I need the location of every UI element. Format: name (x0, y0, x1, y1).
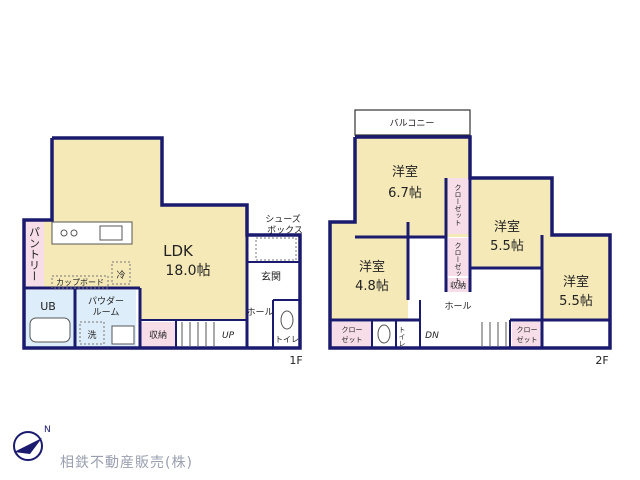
closet-b (448, 238, 468, 276)
storage-2f-label: 収納 (450, 280, 466, 290)
wash-basin (111, 325, 135, 345)
hall-label-2f: ホール (444, 301, 471, 312)
cupboard-label: カップボード (56, 278, 104, 287)
walls-1f (22, 136, 302, 350)
compass-icon: N (13, 425, 51, 461)
fridge (111, 261, 131, 285)
stairs-2f (481, 322, 507, 346)
ub-label: UB (40, 300, 56, 313)
closet-c-label-2: ゼット (342, 335, 363, 344)
balcony (354, 109, 471, 136)
bathtub (29, 317, 71, 343)
toilet-label-1f: トイレ (275, 335, 299, 344)
room-b-size: 5.5帖 (490, 239, 524, 254)
company-name: 相鉄不動産販売(株) (60, 455, 193, 471)
room-d-size: 5.5帖 (559, 294, 593, 309)
closet-a (448, 178, 468, 234)
stairs-1f (181, 322, 215, 346)
room-a-size: 6.7帖 (388, 186, 422, 201)
kitchen-counter (51, 221, 133, 245)
room-d-floor (542, 235, 610, 320)
svg-text:N: N (44, 425, 51, 435)
room-a-name: 洋室 (392, 164, 418, 180)
fridge-label: 冷 (116, 269, 125, 281)
toilet-fixture-2f (377, 324, 391, 344)
room-d-name: 洋室 (563, 274, 589, 290)
closet-a-label: クローゼット (454, 184, 462, 226)
entrance-label: 玄関 (261, 270, 281, 283)
room-c-size: 4.8帖 (355, 279, 389, 294)
floor-2f: バルコニー 洋室 6.7帖 洋室 5.5帖 洋室 4.8帖 洋室 5.5帖 クロ… (328, 109, 612, 367)
balcony-label: バルコニー (390, 118, 435, 129)
storage-2f (446, 278, 470, 292)
entrance-floor (252, 262, 292, 302)
pantry-label: パントリー (28, 226, 41, 281)
powder-label-1: パウダー (88, 295, 124, 307)
powder-label-2: ルーム (93, 307, 120, 318)
shoe-box (255, 237, 297, 261)
ldk-size: 18.0帖 (165, 263, 210, 279)
stairs-label-1f: UP (222, 331, 235, 341)
stairs-label-2f: DN (425, 331, 439, 341)
washer (79, 321, 105, 345)
room-b-floor (472, 178, 552, 268)
closet-c (332, 322, 372, 348)
closet-b-label: クローゼット (454, 242, 462, 284)
floor-1f-label: 1F (289, 354, 302, 367)
washer-label: 洗 (87, 329, 96, 341)
storage-label-1f: 収納 (149, 329, 167, 341)
closet-d-label-2: ゼット (517, 335, 538, 344)
floor-1f: LDK 18.0帖 パントリー カップボード 冷 シューズ ボックス 玄関 ホー… (22, 136, 303, 367)
closet-d-label-1: クロー (517, 326, 538, 334)
closet-c-label-1: クロー (342, 326, 363, 334)
pantry-floor (24, 220, 44, 288)
room-b-name: 洋室 (494, 219, 520, 235)
hall-label-1f: ホール (246, 307, 273, 318)
toilet-fixture-1f (280, 310, 294, 330)
closet-d (512, 322, 542, 348)
ldk-floor (24, 138, 247, 320)
walls-2f (328, 135, 612, 350)
cupboard (51, 275, 109, 289)
floor-2f-label: 2F (595, 354, 608, 367)
shoe-box-label-1: シューズ (265, 213, 301, 225)
room-c-name: 洋室 (359, 259, 385, 275)
ldk-name: LDK (163, 242, 194, 260)
shoe-box-label-2: ボックス (267, 225, 303, 236)
storage-floor-1f (140, 322, 176, 348)
toilet-label-2f: トイレ (398, 326, 406, 347)
